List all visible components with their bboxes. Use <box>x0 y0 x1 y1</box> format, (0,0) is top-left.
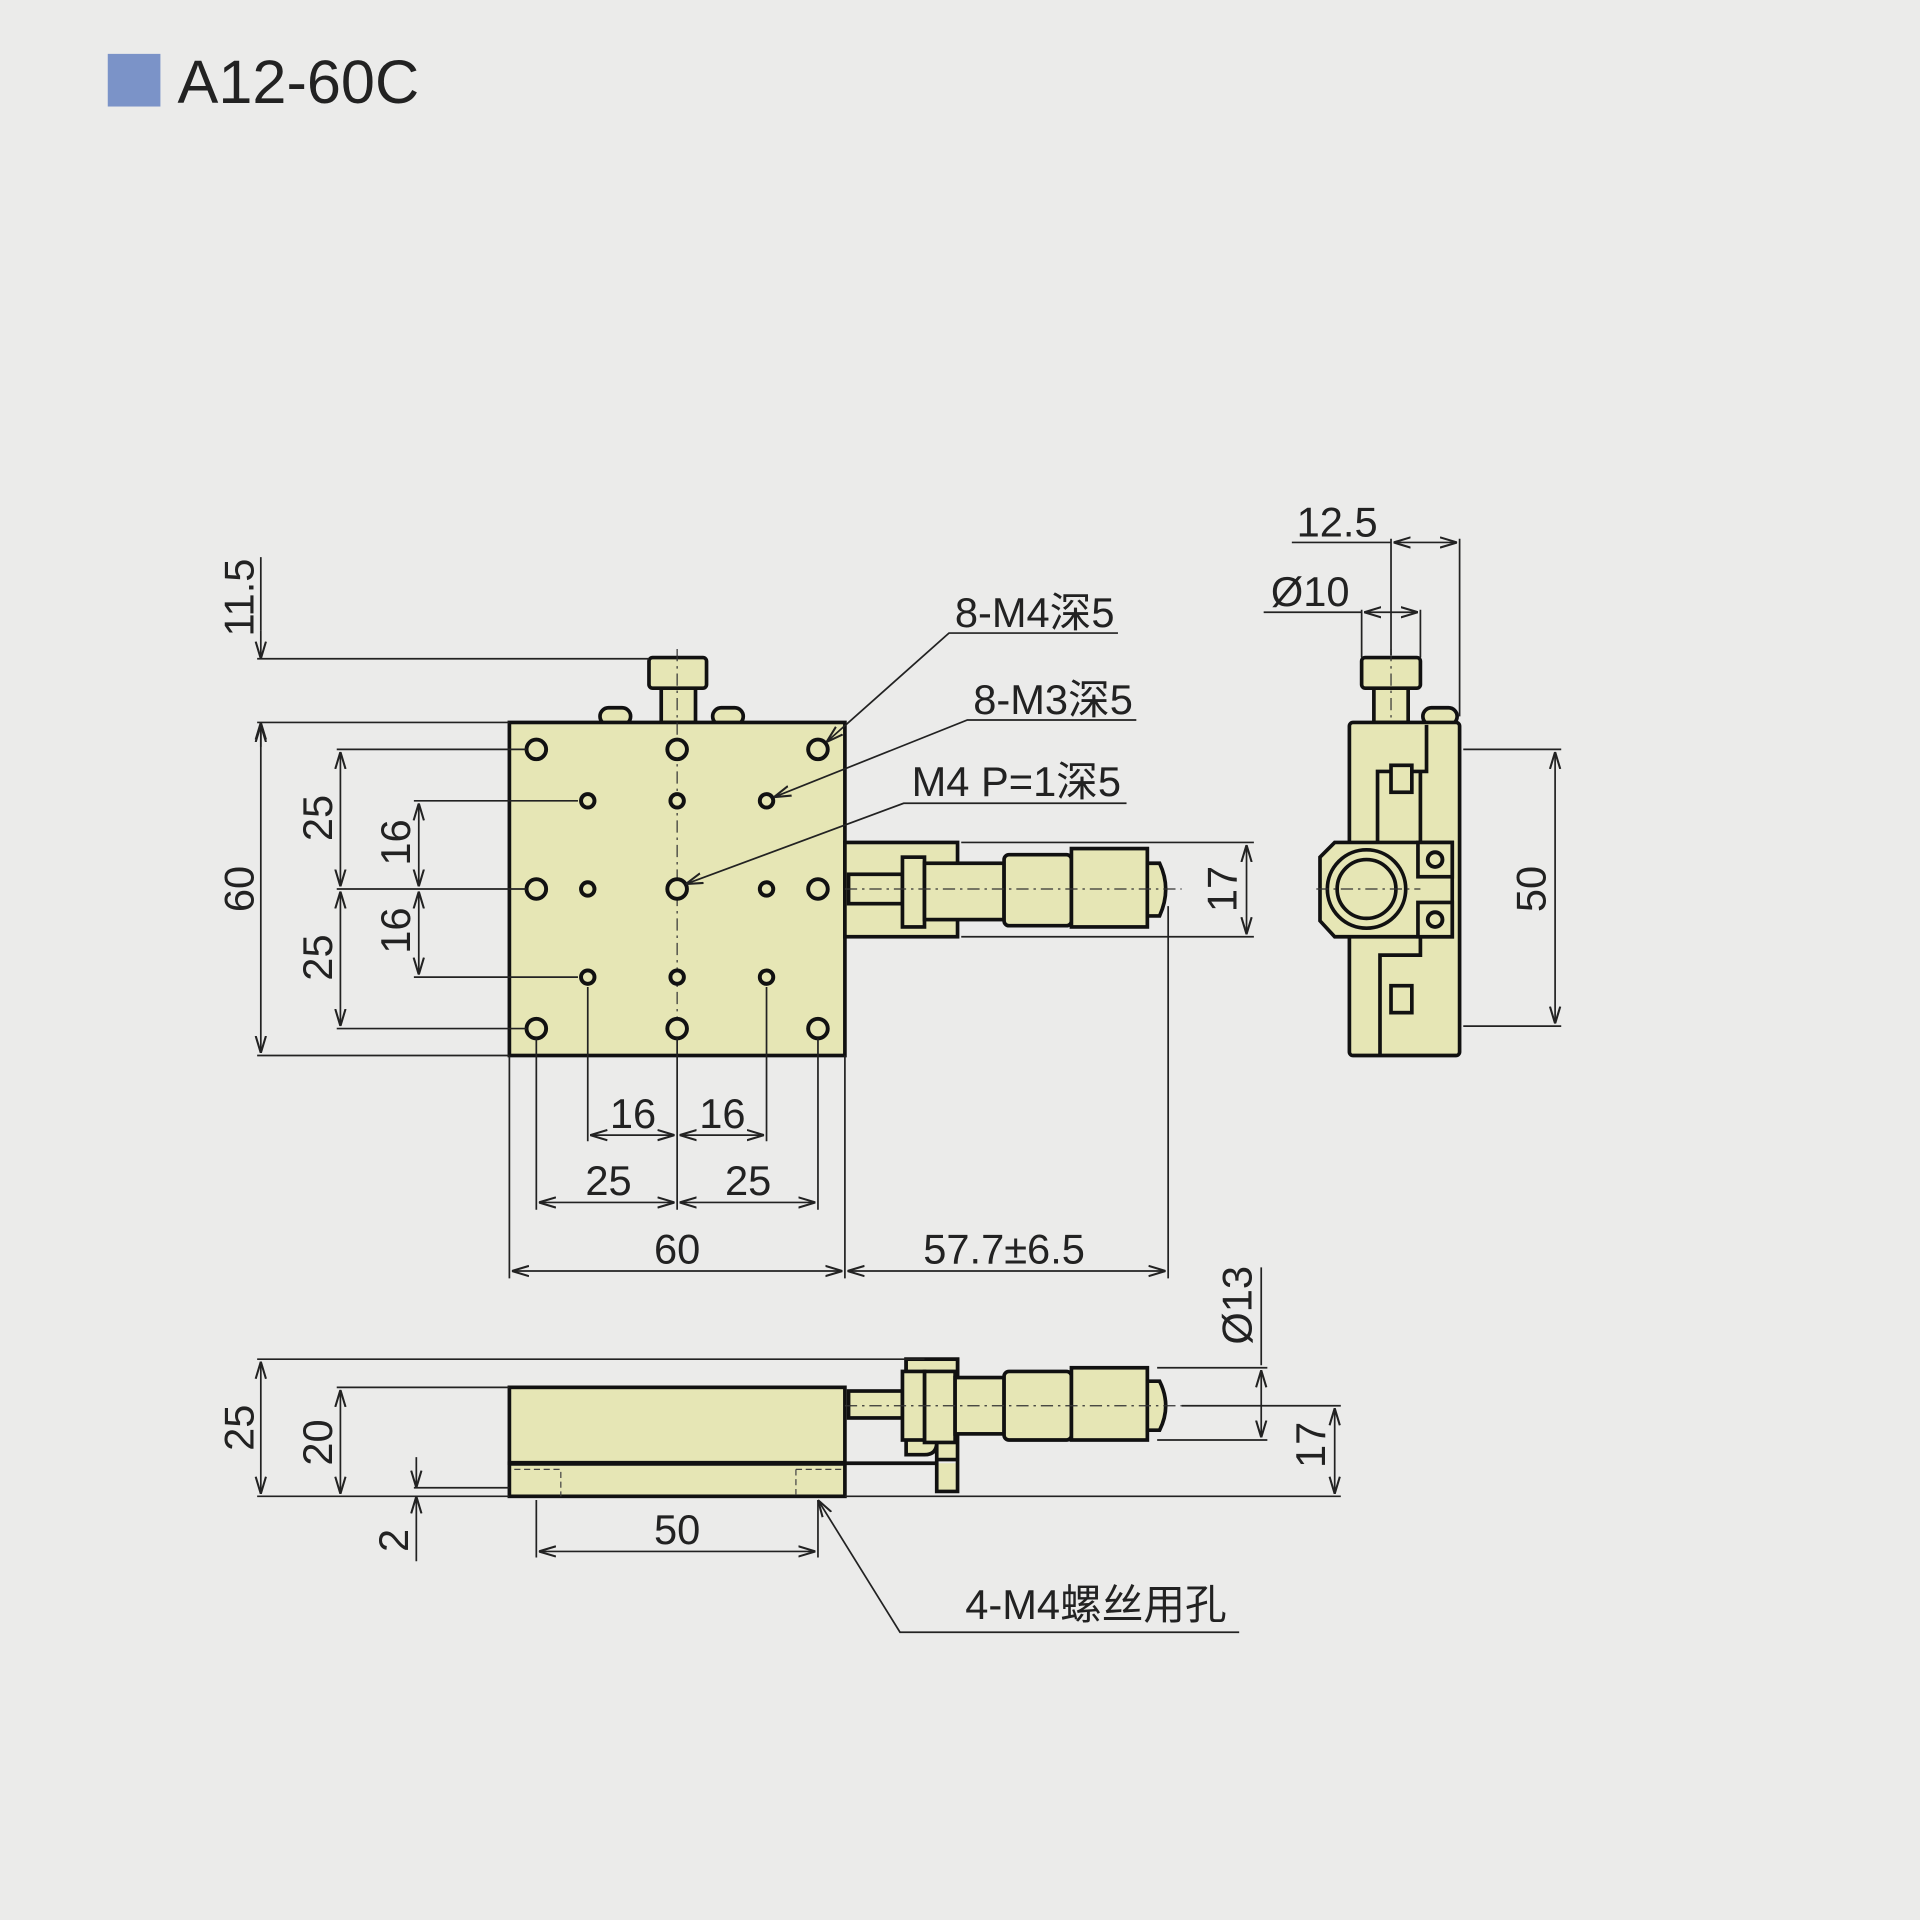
dim-dia-13: Ø13 <box>1213 1266 1260 1345</box>
dimension-labels: 11.5 60 25 25 16 16 16 16 25 25 60 57.7±… <box>215 498 1554 1553</box>
dim-dia-10: Ø10 <box>1271 568 1350 615</box>
dim-25-lower: 25 <box>294 934 341 980</box>
dim-16-left: 16 <box>610 1090 656 1137</box>
front-view <box>257 1267 1341 1634</box>
dim-travel: 57.7±6.5 <box>923 1226 1085 1273</box>
dim-20-height: 20 <box>294 1419 341 1465</box>
callout-center-hole: M4 P=1深5 <box>912 758 1121 805</box>
title-marker <box>107 53 161 107</box>
dim-25-left: 25 <box>585 1157 631 1204</box>
dim-17-bottom: 17 <box>1287 1422 1334 1468</box>
callout-labels: 8-M4深5 8-M3深5 M4 P=1深5 4-M4螺丝用孔 <box>912 589 1227 1628</box>
mounting-holes <box>524 737 830 1041</box>
dim-17-front: 17 <box>1199 866 1246 912</box>
callout-m4-holes: 8-M4深5 <box>955 589 1115 636</box>
dim-25-upper: 25 <box>294 795 341 841</box>
callout-m3-holes: 8-M3深5 <box>973 676 1133 723</box>
dim-2: 2 <box>370 1529 417 1552</box>
dim-25-height: 25 <box>215 1405 262 1451</box>
dim-11-5: 11.5 <box>215 559 262 637</box>
side-view <box>1263 539 1562 1058</box>
drawing-title: A12-60C <box>178 48 420 116</box>
dim-60-horizontal: 60 <box>654 1226 700 1273</box>
dim-12-5: 12.5 <box>1297 498 1378 545</box>
dim-50-side: 50 <box>1507 866 1554 912</box>
callout-mount-holes: 4-M4螺丝用孔 <box>965 1581 1226 1628</box>
dim-16-upper: 16 <box>372 819 419 865</box>
top-view <box>257 557 1254 1279</box>
dim-16-lower: 16 <box>372 907 419 953</box>
dim-60-vertical: 60 <box>215 866 262 912</box>
dim-16-right: 16 <box>699 1090 745 1137</box>
dim-50-bottom: 50 <box>654 1506 700 1553</box>
dim-25-right: 25 <box>725 1157 771 1204</box>
